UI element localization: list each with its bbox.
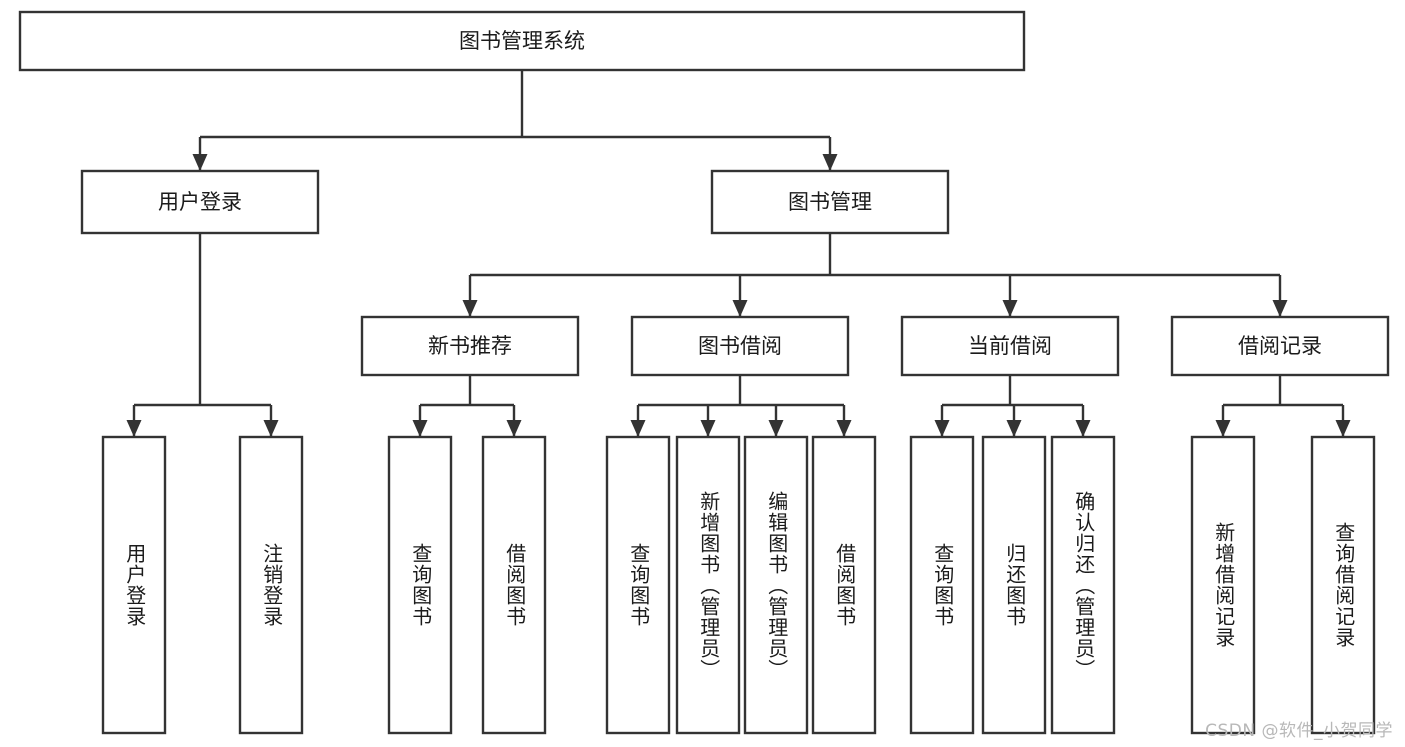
node-box-leaf-add-book[interactable]	[675, 435, 741, 735]
node-box-leaf-query-book-borrow[interactable]	[605, 435, 671, 735]
node-label-user-login: 用户登录	[158, 190, 242, 214]
node-label-root: 图书管理系统	[459, 29, 585, 53]
node-box-root[interactable]	[18, 10, 1026, 72]
node-box-book-manage[interactable]	[710, 169, 950, 235]
arrow-head-icon	[934, 420, 950, 437]
node-box-leaf-borrow-book-recommend[interactable]	[481, 435, 547, 735]
arrow-head-icon	[732, 300, 748, 317]
arrow-head-icon	[462, 300, 478, 317]
node-box-new-book-recommend[interactable]	[360, 315, 580, 377]
arrow-head-icon	[506, 420, 522, 437]
node-box-leaf-user-login[interactable]	[101, 435, 167, 735]
node-box-leaf-add-borrow-record[interactable]	[1190, 435, 1256, 735]
arrow-head-icon	[412, 420, 428, 437]
node-box-leaf-return-book[interactable]	[981, 435, 1047, 735]
arrow-head-icon	[1002, 300, 1018, 317]
node-label-book-borrow: 图书借阅	[698, 334, 782, 358]
node-box-leaf-query-borrow-record[interactable]	[1310, 435, 1376, 735]
node-box-leaf-edit-book[interactable]	[743, 435, 809, 735]
arrow-head-icon	[1272, 300, 1288, 317]
node-box-borrow-record[interactable]	[1170, 315, 1390, 377]
node-box-leaf-borrow-book[interactable]	[811, 435, 877, 735]
node-box-user-login[interactable]	[80, 169, 320, 235]
arrow-head-icon	[1075, 420, 1091, 437]
arrow-head-icon	[630, 420, 646, 437]
node-box-book-borrow[interactable]	[630, 315, 850, 377]
node-label-book-manage: 图书管理	[788, 190, 872, 214]
arrow-head-icon	[1006, 420, 1022, 437]
node-box-leaf-query-book-current[interactable]	[909, 435, 975, 735]
arrow-head-icon	[192, 154, 208, 171]
node-label-borrow-record: 借阅记录	[1238, 334, 1322, 358]
arrow-head-icon	[768, 420, 784, 437]
arrow-head-icon	[700, 420, 716, 437]
watermark-text: CSDN @软件_小贺同学	[1205, 721, 1393, 741]
arrow-head-icon	[836, 420, 852, 437]
node-box-leaf-logout[interactable]	[238, 435, 304, 735]
connector-layer	[126, 70, 1351, 437]
arrow-head-icon	[822, 154, 838, 171]
arrow-head-icon	[126, 420, 142, 437]
arrow-head-icon	[1215, 420, 1231, 437]
box-layer	[18, 10, 1390, 735]
arrow-head-icon	[263, 420, 279, 437]
node-label-new-book-recommend: 新书推荐	[428, 334, 512, 358]
node-label-current-borrow: 当前借阅	[968, 334, 1052, 358]
node-box-leaf-confirm-return[interactable]	[1050, 435, 1116, 735]
node-box-current-borrow[interactable]	[900, 315, 1120, 377]
arrow-head-icon	[1335, 420, 1351, 437]
node-box-leaf-query-book-recommend[interactable]	[387, 435, 453, 735]
